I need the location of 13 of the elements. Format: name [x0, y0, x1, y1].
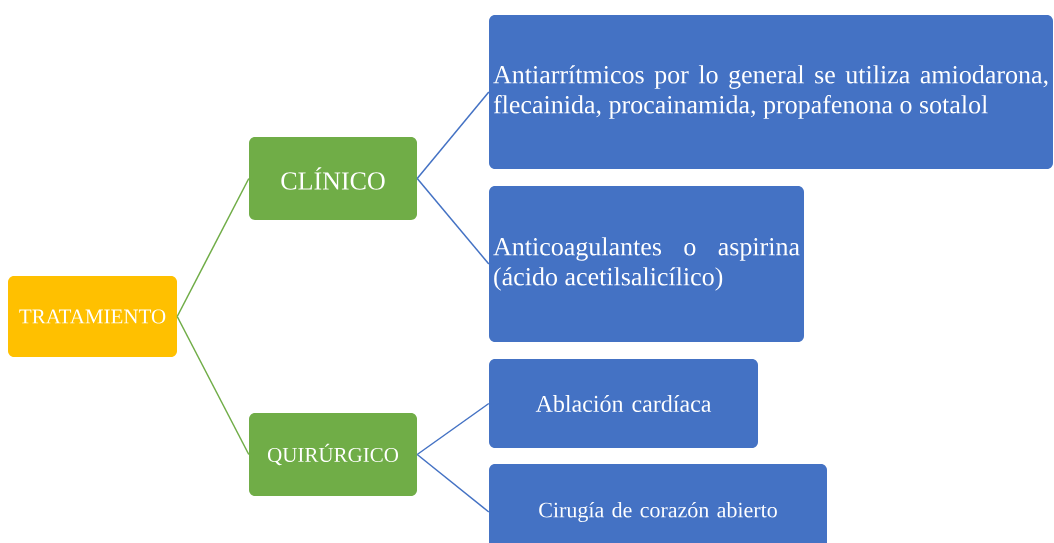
connector-line — [176, 315, 250, 456]
connector-line — [176, 177, 250, 318]
category-box: CLÍNICO — [249, 137, 417, 220]
treatment-box: Ablación cardíaca — [489, 359, 758, 448]
root-box: TRATAMIENTO — [8, 276, 177, 357]
treatment-box: Antiarrítmicos por lo general se utiliza amiodarona, flecainida, procainamida, propafenona o sotalol — [489, 15, 1053, 169]
connector-line — [416, 177, 490, 265]
connector-line — [416, 453, 490, 513]
connector-line — [416, 91, 490, 180]
category-box: QUIRÚRGICO — [249, 413, 417, 496]
treatment-box: Cirugía de corazón abierto — [489, 464, 827, 543]
connector-line — [416, 402, 490, 456]
treatment-box: Anticoagulantes o aspirina (ácido acetilsalicílico) — [489, 186, 804, 342]
